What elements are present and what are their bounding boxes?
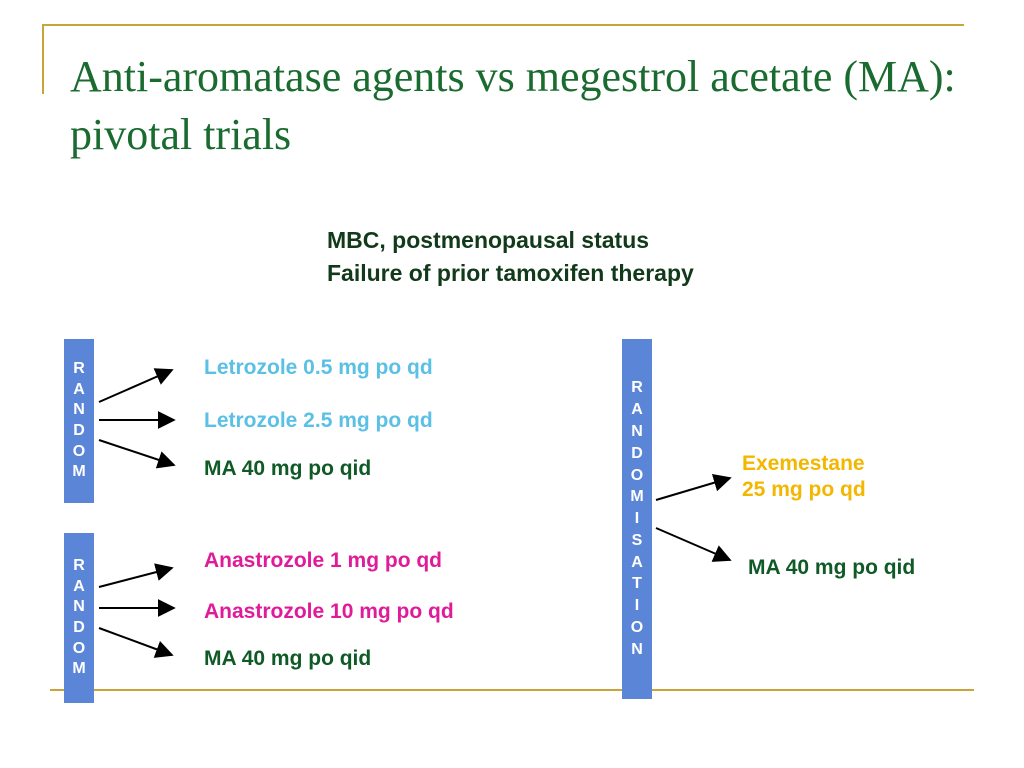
random-letter: M [72,463,86,481]
random-letter: N [73,598,85,616]
frame-left-rule [42,24,44,94]
arm-exemestane-name: Exemestane [742,452,865,475]
random-letter: O [630,619,644,637]
random-letter: S [631,531,643,549]
random-letter: A [73,577,85,595]
random-letter: R [631,379,643,397]
random-letter: D [73,422,85,439]
random-letter: T [632,575,642,593]
random-letter: M [72,660,86,678]
arm-exemestane-dose: 25 mg po qd [742,478,866,501]
random-bar-exemestane-trial: R A N D O M I S A T I O N [622,339,652,699]
random-letter: M [630,488,644,506]
random-letter: R [73,556,85,574]
arm-megestrol-letrozole-trial: MA 40 mg po qid [204,457,372,480]
random-bar-anastrozole-trial: R A N D O M [64,533,94,703]
arm-letrozole-0-5: Letrozole 0.5 mg po qd [204,356,433,379]
random-letter: I [634,597,640,615]
random-letter: N [631,640,643,658]
arm-anastrozole-10: Anastrozole 10 mg po qd [204,600,454,623]
random-letter: D [631,444,643,462]
arrow-letrozole-ma [98,439,176,469]
arrow-anastrozole-ma [98,627,174,658]
random-letter: N [631,422,643,440]
frame-bottom-rule [50,689,974,691]
arm-megestrol-anastrozole-trial: MA 40 mg po qid [204,647,372,670]
random-letter: A [631,401,643,419]
arrow-exemestane-ma [655,527,732,562]
population-line-2: Failure of prior tamoxifen therapy [327,260,694,286]
random-letter: O [72,639,86,657]
random-letter: N [73,401,85,419]
slide-title: Anti-aromatase agents vs megestrol aceta… [70,52,956,159]
frame-top-rule [42,24,964,26]
arm-anastrozole-1: Anastrozole 1 mg po qd [204,549,443,572]
random-letter: O [72,442,86,460]
arrow-anastrozole-low [98,563,174,588]
arrow-exemestane [655,473,732,501]
random-bar-letrozole-trial: R A N D O M [64,339,94,503]
arrow-letrozole-low [98,368,174,403]
population-criteria: MBC, postmenopausal status Failure of pr… [327,224,694,290]
random-letter: A [631,553,643,571]
arm-letrozole-2-5: Letrozole 2.5 mg po qd [204,409,433,432]
arm-megestrol-exemestane-trial: MA 40 mg po qid [748,556,916,579]
random-letter: A [73,380,85,398]
random-letter: I [634,510,640,528]
random-letter: O [630,466,644,484]
random-letter: D [73,619,85,636]
population-line-1: MBC, postmenopausal status [327,227,650,253]
random-letter: R [73,359,85,377]
